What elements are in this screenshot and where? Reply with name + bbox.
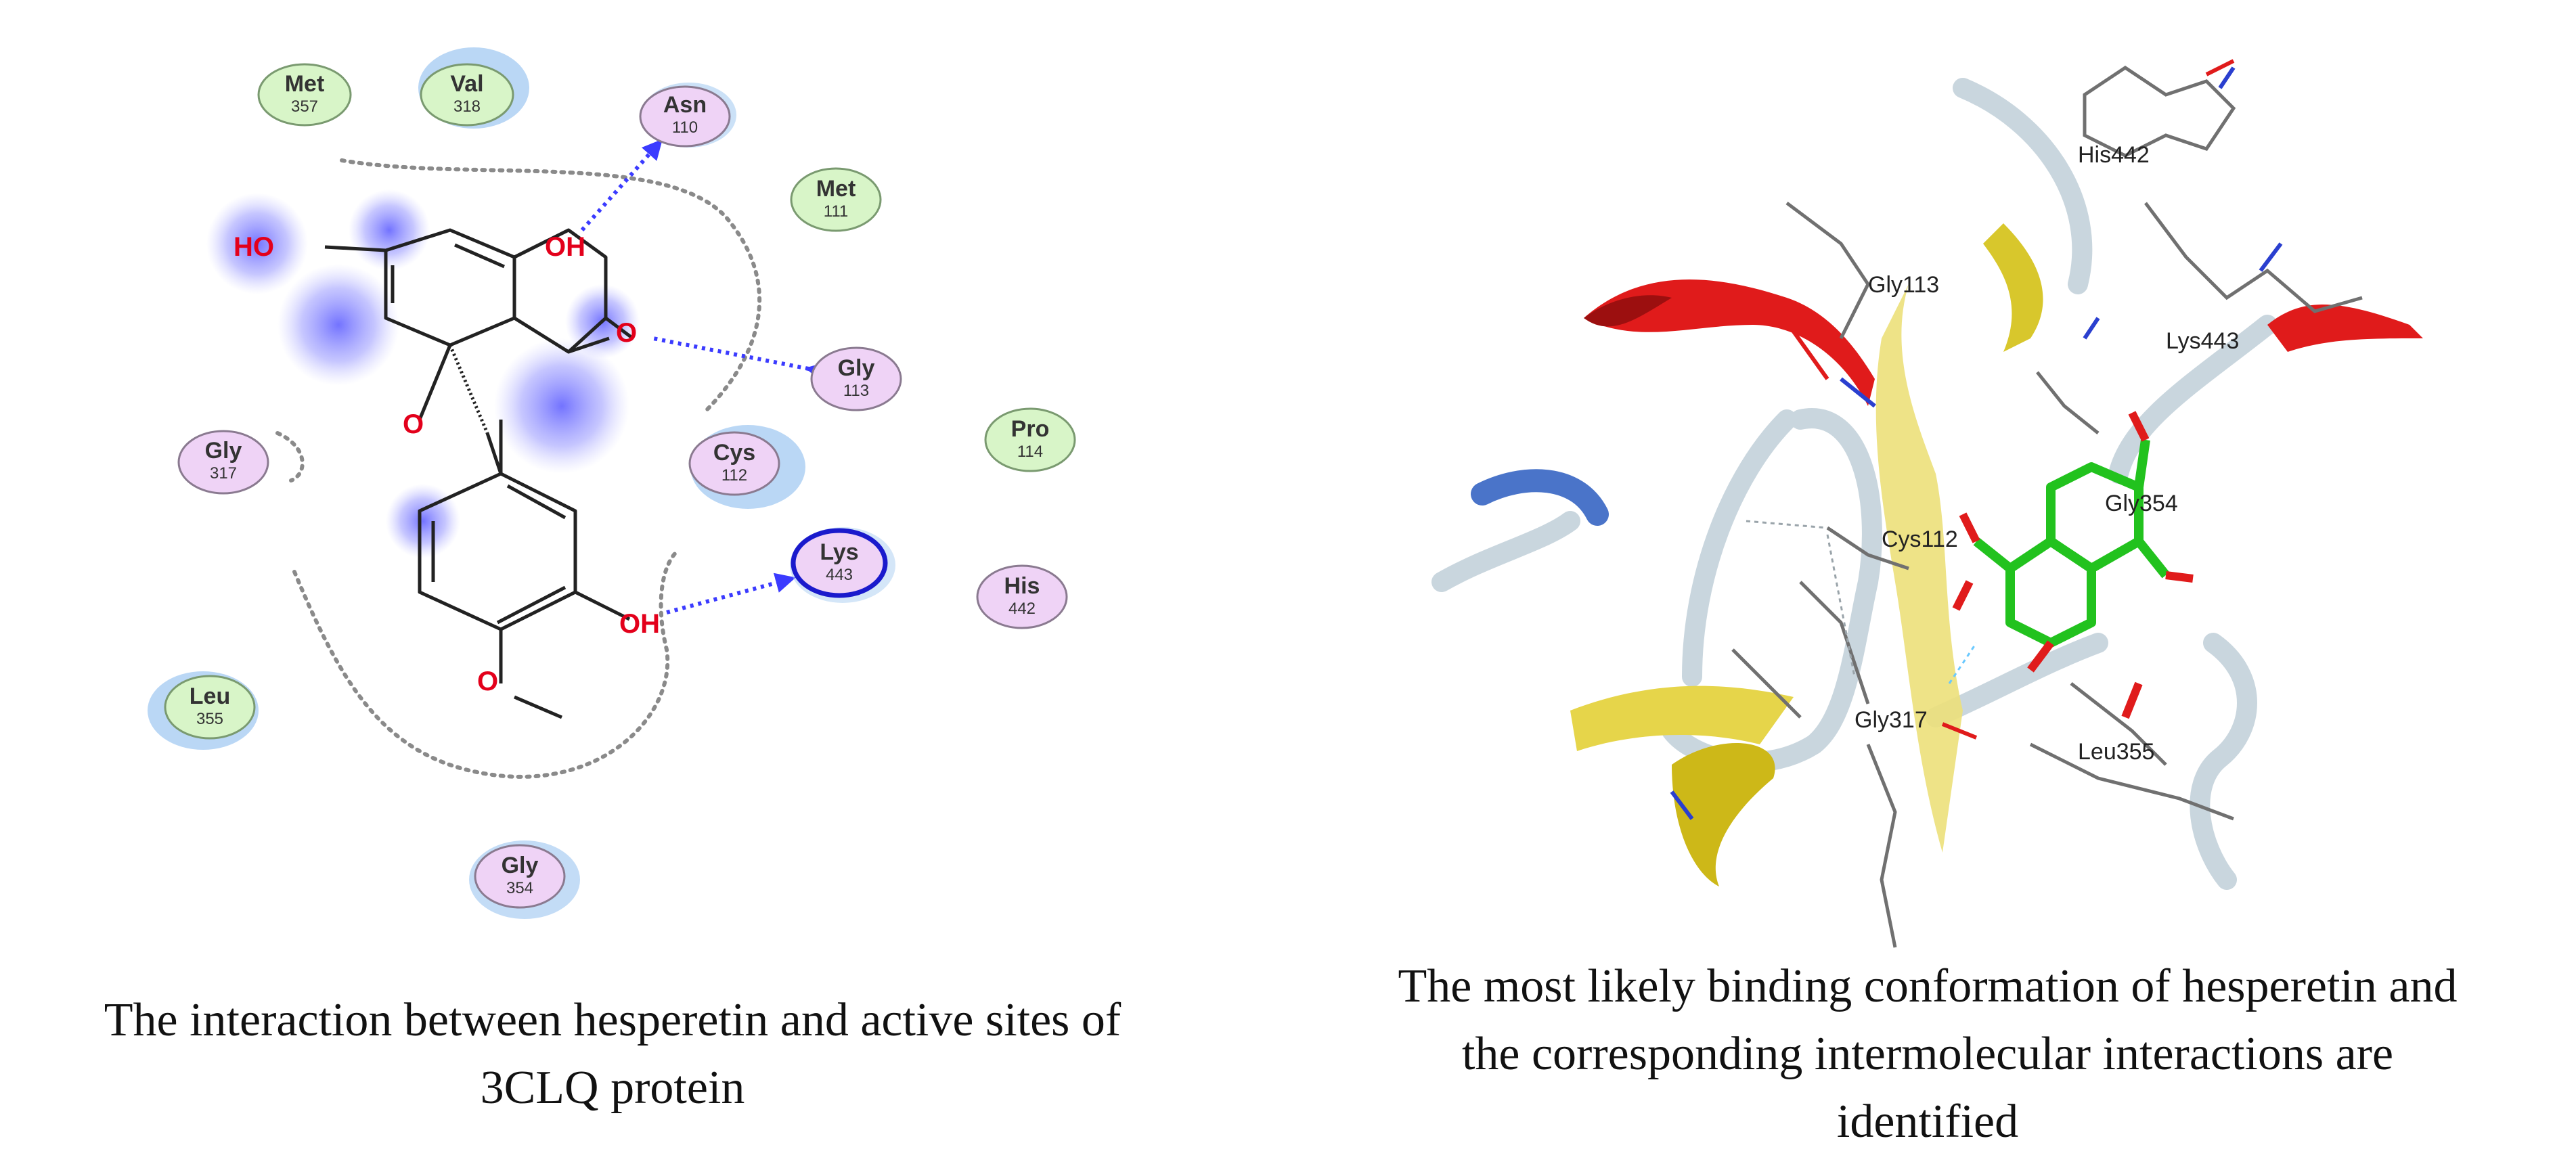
- residue-sticks: [1731, 65, 2363, 948]
- caption-left-line: 3CLQ protein: [480, 1062, 745, 1114]
- label-leu355: Leu355: [2078, 739, 2154, 765]
- hbond-lines: [1746, 520, 1978, 684]
- carbonyl-bond: [568, 336, 610, 354]
- svg-text:Val: Val: [450, 71, 483, 97]
- svg-text:317: 317: [210, 464, 237, 482]
- svg-text:357: 357: [291, 97, 318, 116]
- structure-view: His442 Gly113 Lys443 Gly354 Cys112 Gly31…: [1431, 59, 2423, 948]
- svg-text:354: 354: [506, 879, 533, 897]
- helix-fragment-blue: [1471, 469, 1609, 526]
- svg-text:Met: Met: [285, 71, 325, 97]
- atom-label-ring-o: O: [403, 409, 424, 439]
- svg-text:443: 443: [826, 566, 853, 584]
- interaction-diagram: HO OH O O OH O Met 357 Val 318 Asn 110: [148, 47, 1076, 919]
- pocket-outline: [340, 158, 762, 415]
- svg-text:Cys: Cys: [713, 440, 755, 466]
- residue-gly-317: Gly 317: [177, 430, 269, 495]
- residue-cys-112: Cys 112: [688, 425, 805, 509]
- svg-text:113: 113: [843, 382, 869, 400]
- residue-met-111: Met 111: [790, 167, 882, 232]
- svg-text:318: 318: [453, 97, 481, 116]
- svg-text:His: His: [1004, 573, 1040, 599]
- pocket-outline: [275, 431, 305, 482]
- label-gly354: Gly354: [2105, 491, 2178, 516]
- caption-left-line: The interaction between hesperetin and a…: [104, 994, 1122, 1046]
- caption-right-line: identified: [1836, 1096, 2019, 1148]
- svg-text:Gly: Gly: [838, 355, 875, 381]
- atom-label-oh-bottom: OH: [619, 609, 660, 639]
- svg-text:355: 355: [196, 710, 223, 728]
- svg-text:Pro: Pro: [1011, 416, 1050, 442]
- residue-pro-114: Pro 114: [984, 407, 1076, 472]
- svg-text:Gly: Gly: [205, 438, 242, 464]
- svg-text:111: 111: [824, 202, 848, 221]
- residue-lys-443: Lys 443: [790, 527, 895, 603]
- label-cys112: Cys112: [1882, 526, 1958, 552]
- caption-left: The interaction between hesperetin and a…: [0, 987, 1225, 1122]
- svg-text:Gly: Gly: [502, 853, 539, 878]
- label-lys443: Lys443: [2166, 328, 2239, 354]
- ligand-oxygens: [1952, 411, 2194, 719]
- hesperetin-skeleton: [448, 344, 503, 474]
- label-gly317: Gly317: [1855, 707, 1928, 733]
- label-his442: His442: [2078, 142, 2150, 168]
- svg-text:112: 112: [721, 466, 747, 485]
- heteroatom-sticks: [1670, 59, 2283, 820]
- svg-text:Lys: Lys: [820, 539, 858, 565]
- residue-gly-113: Gly 113: [810, 346, 902, 411]
- atom-label-carbonyl-o: O: [616, 318, 637, 348]
- caption-right-line: The most likely binding conformation of …: [1398, 960, 2458, 1012]
- svg-text:110: 110: [672, 118, 698, 137]
- pocket-outline: [292, 549, 679, 779]
- svg-text:442: 442: [1008, 600, 1036, 618]
- svg-text:Asn: Asn: [663, 92, 707, 118]
- svg-text:Met: Met: [816, 176, 856, 202]
- ligand-hesperetin: [1973, 439, 2170, 648]
- residue-his-442: His 442: [976, 564, 1068, 629]
- residue-leu-355: Leu 355: [148, 671, 259, 750]
- svg-text:114: 114: [1017, 443, 1043, 461]
- helix-ribbons: [1584, 279, 2423, 406]
- beta-sheet: [1570, 223, 2043, 886]
- atom-label-oh-top: OH: [545, 232, 585, 262]
- residue-asn-110: Asn 110: [639, 83, 736, 148]
- residue-met-357: Met 357: [257, 63, 352, 127]
- label-gly113: Gly113: [1868, 272, 1939, 298]
- atom-label-methoxy-o: O: [477, 667, 498, 696]
- caption-right: The most likely binding conformation of …: [1279, 953, 2576, 1156]
- residue-gly-354: Gly 354: [469, 840, 580, 919]
- residue-val-318: Val 318: [418, 47, 529, 129]
- hbond-arrows: [580, 139, 827, 614]
- caption-right-line: the corresponding intermolecular interac…: [1461, 1028, 2394, 1080]
- atom-label-ho: HO: [234, 232, 274, 262]
- svg-text:Leu: Leu: [190, 683, 230, 709]
